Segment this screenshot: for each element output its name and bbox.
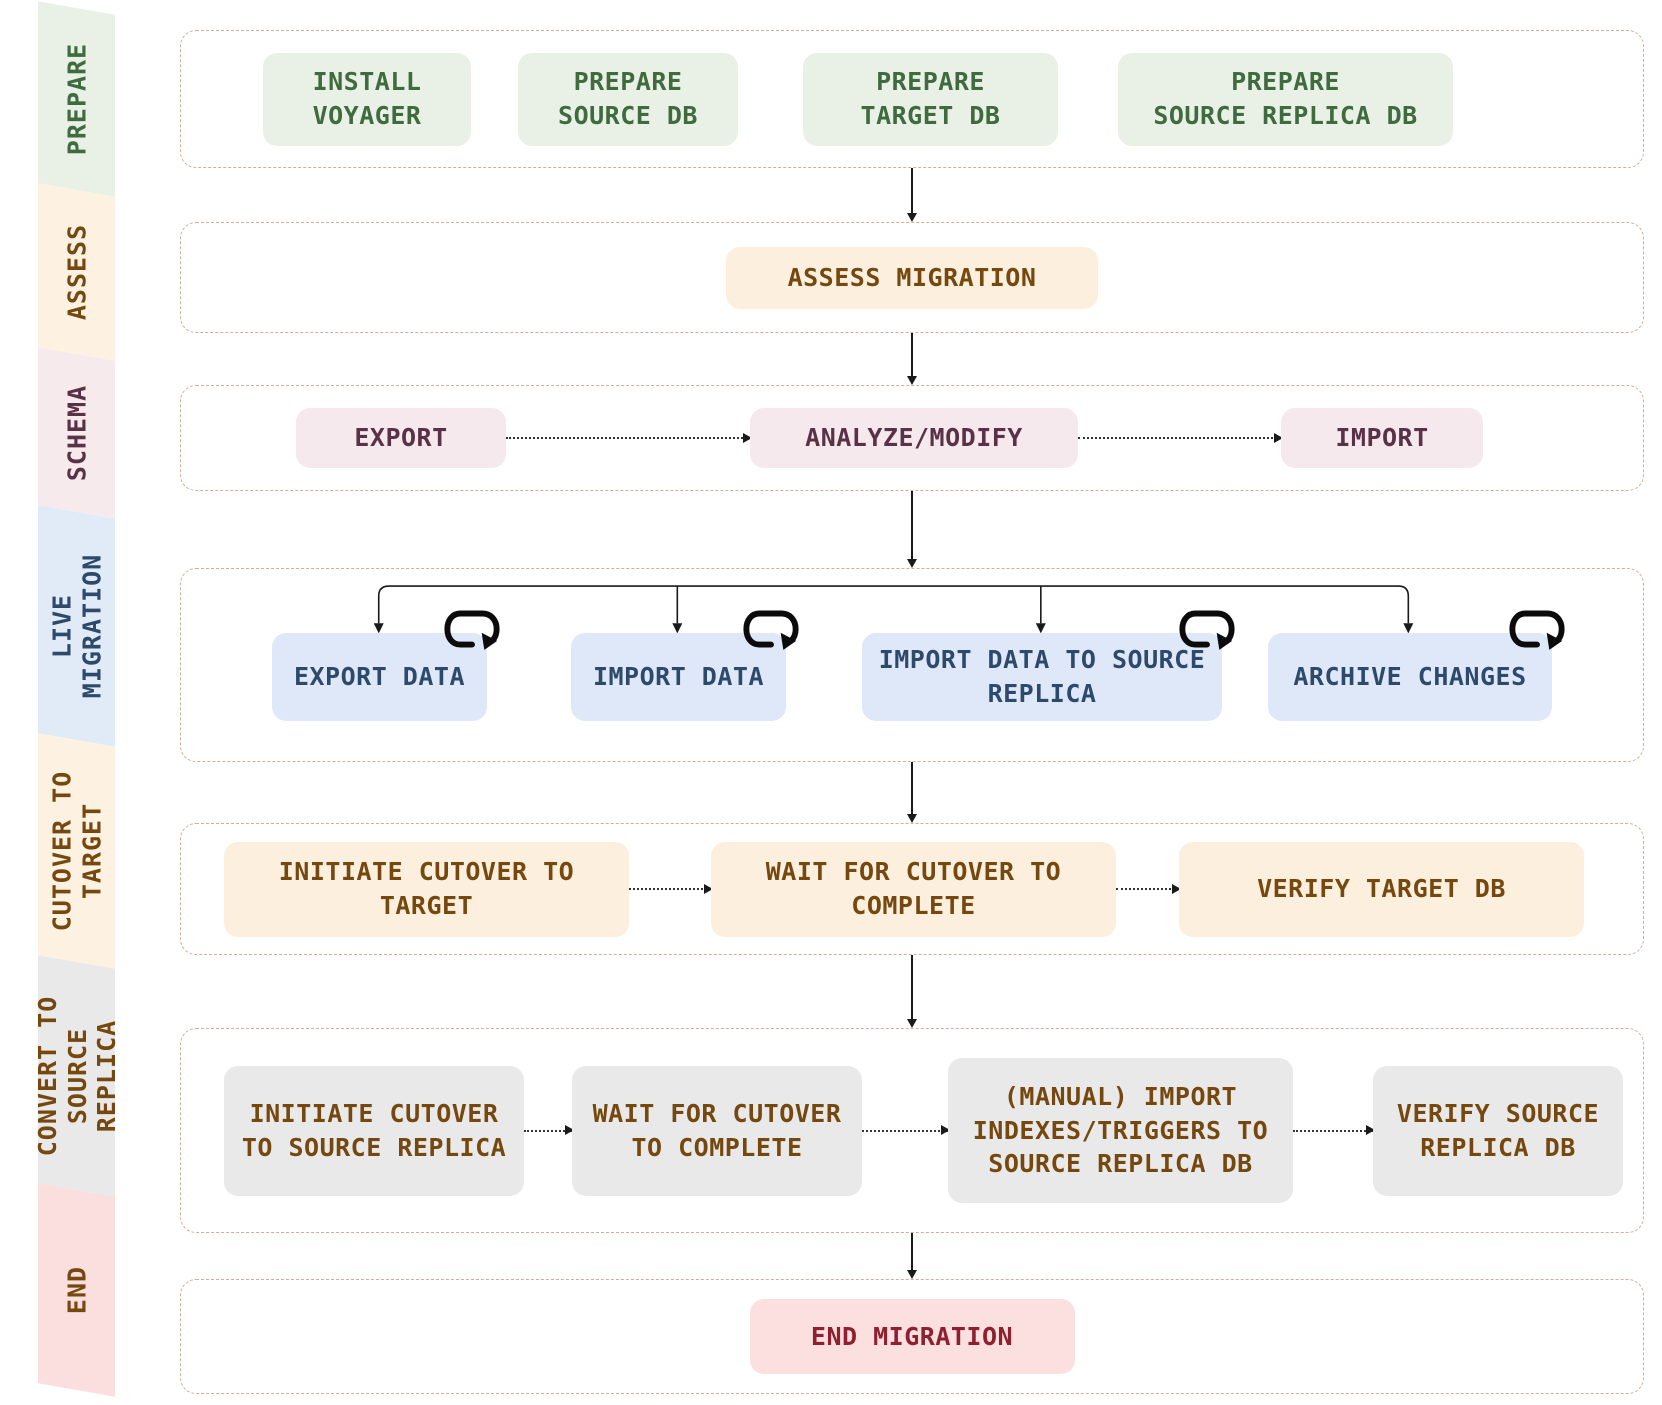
connector-initiate-to-wait-replica <box>524 1125 574 1135</box>
phase-band-live-migration: LIVE MIGRATION <box>38 505 115 747</box>
step-initiate-cutover-to-source-replica: INITIATE CUTOVER TO SOURCE REPLICA <box>224 1065 524 1196</box>
phase-band-assess: ASSESS <box>38 183 115 361</box>
step-install-voyager-label: INSTALL VOYAGER <box>312 67 422 130</box>
step-import-schema: IMPORT <box>1281 408 1483 468</box>
step-initiate-cutover-to-target-label: INITIATE CUTOVER TO TARGET <box>278 857 575 920</box>
step-wait-for-cutover-replica: WAIT FOR CUTOVER TO COMPLETE <box>572 1065 862 1196</box>
arrow-live-migration-to-cutover <box>180 762 1644 823</box>
step-end-migration-label: END MIGRATION <box>810 1321 1014 1351</box>
phase-label-live-migration: LIVE MIGRATION <box>47 553 106 699</box>
arrow-assess-to-schema <box>180 333 1644 385</box>
end-container: END MIGRATION <box>180 1279 1644 1394</box>
live-migration-container: EXPORT DATA IMPORT DATA IMPORT DATA TO S… <box>180 568 1644 762</box>
step-verify-target-db: VERIFY TARGET DB <box>1179 841 1584 937</box>
arrow-schema-to-live-migration <box>180 491 1644 568</box>
repeat-loop-icon <box>743 610 799 650</box>
step-end-migration: END MIGRATION <box>749 1299 1075 1374</box>
step-initiate-cutover-to-target: INITIATE CUTOVER TO TARGET <box>224 841 629 937</box>
step-wait-for-cutover-replica-label: WAIT FOR CUTOVER TO COMPLETE <box>592 1098 842 1162</box>
step-prepare-source-db-label: PREPARE SOURCE DB <box>558 67 698 130</box>
step-prepare-target-db-label: PREPARE TARGET DB <box>860 67 1001 130</box>
step-import-data-label: IMPORT DATA <box>592 662 765 692</box>
step-wait-for-cutover-target: WAIT FOR CUTOVER TO COMPLETE <box>711 841 1116 937</box>
step-import-data-to-source-replica-label: IMPORT DATA TO SOURCE REPLICA <box>878 645 1206 708</box>
arrow-convert-to-end <box>180 1233 1644 1279</box>
phase-label-schema: SCHEMA <box>61 384 91 482</box>
phase-label-prepare: PREPARE <box>61 42 91 156</box>
step-verify-target-db-label: VERIFY TARGET DB <box>1257 874 1506 904</box>
connector-manual-to-verify-replica <box>1293 1125 1375 1135</box>
connector-wait-to-verify-target <box>1116 883 1181 894</box>
step-prepare-source-replica-db-label: PREPARE SOURCE REPLICA DB <box>1153 67 1418 130</box>
step-prepare-target-db: PREPARE TARGET DB <box>803 52 1058 146</box>
step-verify-source-replica-db: VERIFY SOURCE REPLICA DB <box>1373 1065 1623 1196</box>
step-export-data-label: EXPORT DATA <box>293 662 466 692</box>
arrow-cutover-to-convert <box>180 955 1644 1028</box>
step-prepare-source-replica-db: PREPARE SOURCE REPLICA DB <box>1118 52 1453 146</box>
phase-sidebar: PREPARE ASSESS SCHEMA LIVE MIGRATION CUT… <box>32 1 120 1397</box>
phase-label-cutover-to-target: CUTOVER TO TARGET <box>47 770 106 932</box>
connector-wait-to-manual-import <box>862 1125 950 1135</box>
step-initiate-cutover-to-source-replica-label: INITIATE CUTOVER TO SOURCE REPLICA <box>241 1098 507 1162</box>
step-import-data: IMPORT DATA <box>571 610 799 721</box>
step-import-data-to-source-replica: IMPORT DATA TO SOURCE REPLICA <box>862 610 1235 721</box>
connector-initiate-to-wait-target <box>629 883 713 894</box>
repeat-loop-icon <box>1509 610 1565 650</box>
convert-to-source-replica-container: INITIATE CUTOVER TO SOURCE REPLICA WAIT … <box>180 1028 1644 1233</box>
phase-label-convert-to-source-replica: CONVERT TO SOURCE REPLICA <box>32 995 121 1157</box>
flow-column: INSTALL VOYAGER PREPARE SOURCE DB PREPAR… <box>180 30 1644 1394</box>
assess-container: ASSESS MIGRATION <box>180 222 1644 333</box>
cutover-to-target-container: INITIATE CUTOVER TO TARGET WAIT FOR CUTO… <box>180 823 1644 955</box>
phase-band-schema: SCHEMA <box>38 347 115 519</box>
connector-analyze-to-import <box>1078 432 1283 443</box>
step-export-schema-label: EXPORT <box>354 423 448 453</box>
step-export-schema: EXPORT <box>296 408 506 468</box>
connector-export-to-analyze <box>506 432 752 443</box>
branch-tree-connector <box>373 585 1414 634</box>
phase-band-convert-to-source-replica: CONVERT TO SOURCE REPLICA <box>32 955 120 1197</box>
step-wait-for-cutover-target-label: WAIT FOR CUTOVER TO COMPLETE <box>765 857 1062 920</box>
phase-band-prepare: PREPARE <box>38 1 115 197</box>
step-assess-migration: ASSESS MIGRATION <box>726 246 1098 309</box>
step-manual-import-indexes-triggers-label: (MANUAL) IMPORT INDEXES/TRIGGERS TO SOUR… <box>972 1081 1269 1179</box>
prepare-container: INSTALL VOYAGER PREPARE SOURCE DB PREPAR… <box>180 30 1644 168</box>
repeat-loop-icon <box>1179 610 1235 650</box>
phase-label-assess: ASSESS <box>61 223 91 321</box>
step-import-schema-label: IMPORT <box>1335 423 1429 453</box>
step-manual-import-indexes-triggers: (MANUAL) IMPORT INDEXES/TRIGGERS TO SOUR… <box>948 1058 1293 1203</box>
step-archive-changes: ARCHIVE CHANGES <box>1268 610 1565 721</box>
arrow-prepare-to-assess <box>180 168 1644 222</box>
step-assess-migration-label: ASSESS MIGRATION <box>787 262 1037 292</box>
step-analyze-modify-schema: ANALYZE/MODIFY <box>750 408 1078 468</box>
schema-container: EXPORT ANALYZE/MODIFY IMPORT <box>180 385 1644 491</box>
step-analyze-modify-schema-label: ANALYZE/MODIFY <box>805 423 1023 453</box>
phase-band-cutover-to-target: CUTOVER TO TARGET <box>38 733 115 969</box>
step-verify-source-replica-db-label: VERIFY SOURCE REPLICA DB <box>1396 1098 1600 1162</box>
repeat-loop-icon <box>444 610 500 650</box>
step-export-data: EXPORT DATA <box>272 610 500 721</box>
phase-band-end: END <box>38 1183 115 1397</box>
step-install-voyager: INSTALL VOYAGER <box>263 52 471 146</box>
phase-label-end: END <box>61 1265 91 1315</box>
step-archive-changes-label: ARCHIVE CHANGES <box>1293 662 1527 692</box>
step-prepare-source-db: PREPARE SOURCE DB <box>518 52 738 146</box>
